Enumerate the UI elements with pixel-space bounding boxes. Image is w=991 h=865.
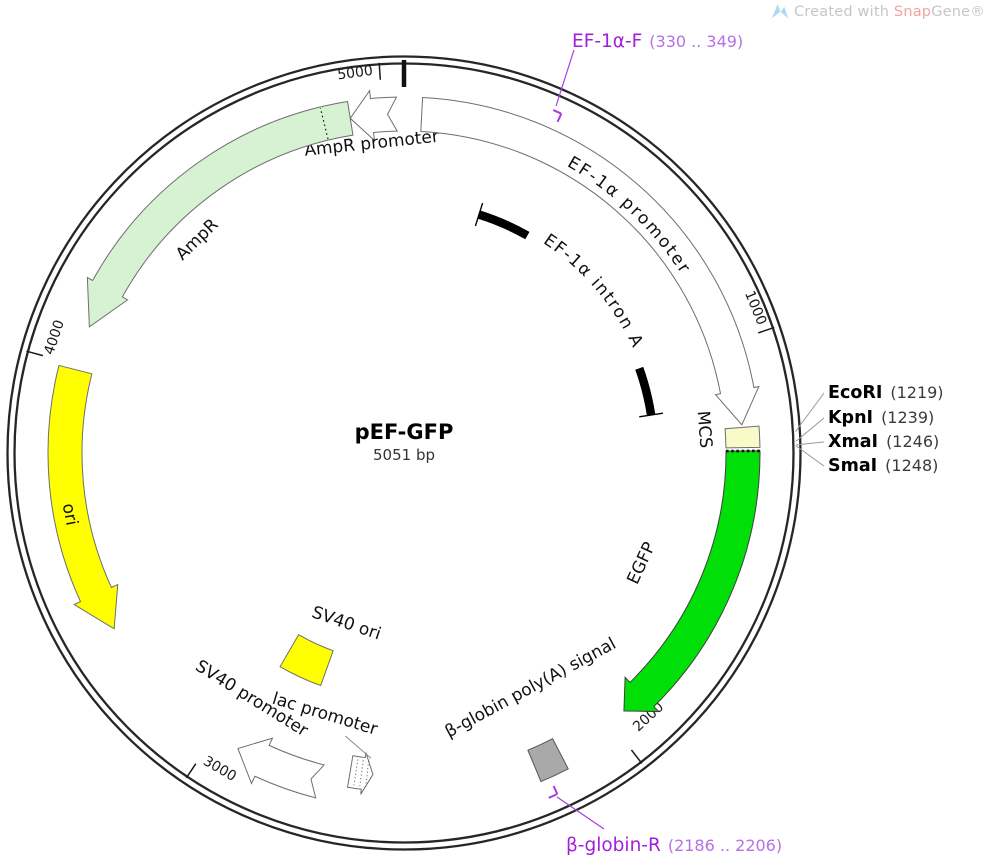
scale-tick — [378, 62, 382, 80]
feature-ef1a-intron-a[interactable] — [635, 366, 656, 416]
feature-label-mcs[interactable]: MCS — [693, 410, 716, 449]
feature-ampr[interactable] — [86, 100, 354, 328]
primer-marker-ef1a-f[interactable] — [552, 109, 562, 115]
primer-label-ef1a-f[interactable]: EF-1α-F(330 .. 349) — [572, 31, 743, 52]
primer-leader-line-bglobin-r — [556, 796, 605, 830]
watermark-text: Created with SnapGene® — [794, 4, 985, 20]
feature-ampr-segment-divider — [319, 107, 329, 140]
primer-marker-tick-ef1a-f — [556, 113, 563, 123]
feature-label-sv40-ori[interactable]: SV40 ori — [309, 603, 383, 645]
watermark-brand-snap: Snap — [893, 3, 932, 20]
feature-label-ori[interactable]: ori — [58, 502, 82, 527]
primer-label-bglobin-r[interactable]: β-globin-R(2186 .. 2206) — [566, 835, 782, 856]
feature-egfp[interactable] — [623, 450, 761, 713]
feature-sv40-ori[interactable] — [279, 633, 334, 687]
scale-tick — [630, 749, 643, 764]
scale-tick-label: 4000 — [41, 318, 67, 357]
feature-lac-promoter-hatch — [359, 760, 364, 787]
plasmid-size-label: 5051 bp — [373, 446, 435, 464]
feature-ori[interactable] — [47, 364, 119, 630]
feature-label-egfp[interactable]: EGFP — [623, 539, 660, 587]
enzyme-label-xmai[interactable]: XmaI(1246) — [828, 432, 939, 452]
plasmid-title: pEF-GFP — [355, 420, 454, 444]
scale-tick — [185, 763, 197, 779]
feature-ampr-promoter[interactable] — [349, 89, 399, 142]
watermark: Created with SnapGene® — [770, 2, 985, 21]
feature-label-ef1a-intron-a[interactable]: EF-1α intron A — [540, 230, 648, 351]
snapgene-logo-icon — [771, 4, 789, 19]
feature-label-bglobin-polya[interactable]: β-globin poly(A) signal — [442, 634, 620, 742]
enzyme-leader-line — [795, 392, 825, 432]
enzyme-label-kpni[interactable]: KpnI(1239) — [828, 408, 934, 428]
enzyme-label-ecori[interactable]: EcoRI(1219) — [828, 383, 944, 403]
feature-ef1a-intron-a[interactable] — [477, 210, 530, 240]
feature-lac-promoter-hatch — [365, 760, 370, 787]
scale-tick — [757, 326, 775, 334]
feature-bglobin-polya[interactable] — [527, 738, 569, 783]
primer-leader-line-ef1a-f — [555, 49, 575, 107]
feature-mcs[interactable] — [724, 425, 761, 449]
enzyme-label-smai[interactable]: SmaI(1248) — [828, 456, 938, 476]
enzyme-leader-line — [795, 445, 825, 467]
feature-ef1a-promoter[interactable] — [420, 96, 760, 426]
feature-ef1a-intron-a-end-cap — [474, 202, 484, 227]
feature-ef1a-intron-a-end-cap — [639, 412, 664, 418]
primer-marker-bglobin-r[interactable] — [548, 793, 558, 799]
watermark-brand-gene: Gene® — [931, 3, 985, 20]
enzyme-leader-line — [795, 417, 825, 442]
plasmid-backbone-outer-ring — [6, 55, 802, 851]
feature-sv40-promoter[interactable] — [237, 737, 326, 799]
watermark-created-with: Created with — [793, 3, 894, 20]
feature-lac-promoter-leader-line — [344, 735, 372, 759]
primer-marker-tick-bglobin-r — [552, 785, 559, 795]
enzyme-leader-line — [795, 441, 825, 446]
scale-tick-label: 5000 — [336, 63, 373, 83]
scale-tick-label: 3000 — [200, 753, 239, 785]
feature-lac-promoter[interactable] — [346, 752, 374, 795]
scale-tick — [26, 350, 44, 357]
feature-lac-promoter-hatch — [353, 759, 359, 786]
